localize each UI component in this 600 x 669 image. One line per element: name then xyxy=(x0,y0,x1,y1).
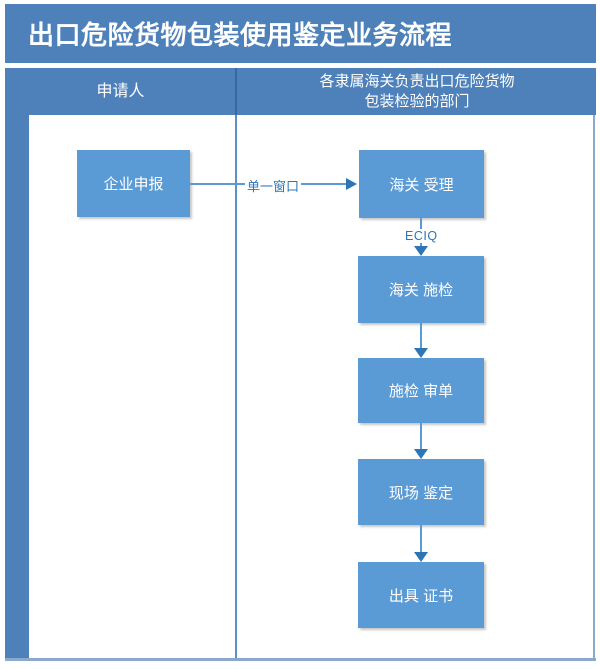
arrowhead-down-icon xyxy=(414,246,428,256)
node-inspection-doc-review: 施检 审单 xyxy=(358,358,484,423)
arrowhead-down-icon xyxy=(414,348,428,358)
bottom-frame-border xyxy=(5,658,596,661)
page-title: 出口危险货物包装使用鉴定业务流程 xyxy=(28,20,453,50)
node-customs-acceptance: 海关 受理 xyxy=(359,150,484,218)
lane-divider-header xyxy=(235,68,237,115)
node-enterprise-declaration: 企业申报 xyxy=(77,150,190,217)
node-customs-inspection: 海关 施检 xyxy=(358,256,484,323)
connector-label-single-window: 单一窗口 xyxy=(245,176,302,195)
connector-label-eciq: ECIQ xyxy=(403,229,440,243)
lane-header-customs-dept: 各隶属海关负责出口危险货物 包装检验的部门 xyxy=(238,68,596,115)
lane-header-band xyxy=(5,68,596,115)
right-frame-border xyxy=(593,115,595,658)
arrowhead-down-icon xyxy=(414,552,428,562)
lane-divider-body xyxy=(235,115,237,658)
lane-header-applicant: 申请人 xyxy=(96,83,145,100)
lane-header-customs-line2: 包装检验的部门 xyxy=(364,93,470,110)
connector-line-3 xyxy=(420,423,422,450)
lane-header-customs-line1: 各隶属海关负责出口危险货物 xyxy=(319,73,515,90)
arrowhead-down-icon xyxy=(414,449,428,459)
arrowhead-right-icon xyxy=(346,178,357,190)
connector-line-4 xyxy=(420,525,422,553)
node-onsite-appraisal: 现场 鉴定 xyxy=(358,459,484,525)
left-blue-strip xyxy=(5,115,29,658)
connector-line-2 xyxy=(420,323,422,350)
node-issue-certificate: 出具 证书 xyxy=(358,562,484,628)
title-bar: 出口危险货物包装使用鉴定业务流程 xyxy=(5,4,596,63)
